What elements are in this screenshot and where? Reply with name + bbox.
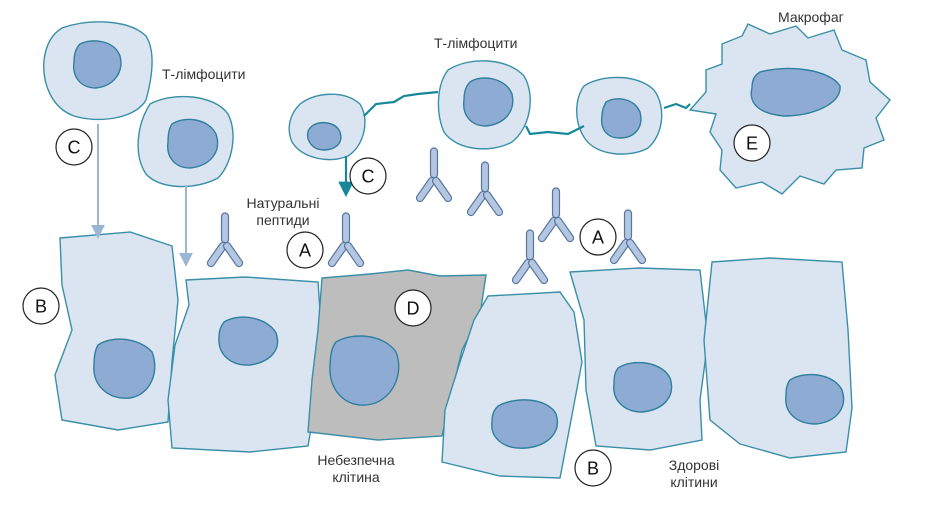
antibody-2 bbox=[326, 212, 366, 269]
label-natural-peptides-line2: пептиди bbox=[256, 212, 309, 228]
macrophage bbox=[688, 23, 891, 195]
label-dangerous-cell-line1: Небезпечна bbox=[317, 452, 394, 468]
marker-d: D bbox=[394, 289, 432, 327]
svg-text:B: B bbox=[35, 297, 47, 317]
antibody-4 bbox=[465, 161, 505, 218]
dangerous-cell bbox=[307, 269, 487, 441]
marker-a2: A bbox=[579, 218, 617, 256]
cell-links bbox=[363, 90, 691, 136]
tissue-cell-2 bbox=[167, 276, 323, 453]
label-macrophage: Макрофаг bbox=[778, 9, 844, 25]
marker-c2: C bbox=[349, 157, 387, 195]
t-lymphocyte-5 bbox=[576, 76, 663, 155]
marker-c1: C bbox=[55, 128, 93, 166]
marker-b2: B bbox=[574, 449, 612, 487]
label-natural-peptides-line1: Натуральні bbox=[247, 195, 320, 211]
label-healthy-cells-line2: клітини bbox=[670, 474, 717, 490]
svg-text:E: E bbox=[746, 134, 758, 154]
svg-text:B: B bbox=[587, 459, 599, 479]
antibody-5 bbox=[536, 187, 576, 244]
svg-text:D: D bbox=[407, 299, 420, 319]
antibody-1 bbox=[205, 212, 245, 269]
t-lymphocyte-1 bbox=[43, 21, 153, 121]
link-1 bbox=[363, 90, 439, 117]
t-lymphocyte-4 bbox=[437, 60, 531, 150]
label-t-lymphocytes-top: Т-лімфоцити bbox=[434, 35, 518, 51]
svg-text:A: A bbox=[299, 241, 311, 261]
tissue-cells bbox=[54, 231, 853, 479]
tissue-cell-4 bbox=[441, 291, 583, 479]
svg-text:C: C bbox=[68, 138, 81, 158]
tissue-cell-1 bbox=[54, 231, 179, 431]
t-lymphocyte-2 bbox=[137, 95, 234, 188]
svg-text:C: C bbox=[362, 167, 375, 187]
tissue-cell-5 bbox=[569, 267, 709, 451]
t-lymphocyte-3 bbox=[288, 93, 366, 161]
link-3 bbox=[663, 102, 691, 110]
link-2 bbox=[525, 125, 585, 136]
tissue-cell-6 bbox=[703, 257, 853, 459]
label-dangerous-cell-line2: клітина bbox=[332, 469, 380, 485]
marker-a1: A bbox=[286, 231, 324, 269]
marker-b1: B bbox=[22, 287, 60, 325]
label-t-lymphocytes-left: Т-лімфоцити bbox=[162, 66, 246, 82]
antibody-3 bbox=[414, 147, 454, 204]
label-healthy-cells-line1: Здорові bbox=[669, 457, 720, 473]
svg-text:A: A bbox=[592, 228, 604, 248]
marker-e: E bbox=[733, 124, 771, 162]
